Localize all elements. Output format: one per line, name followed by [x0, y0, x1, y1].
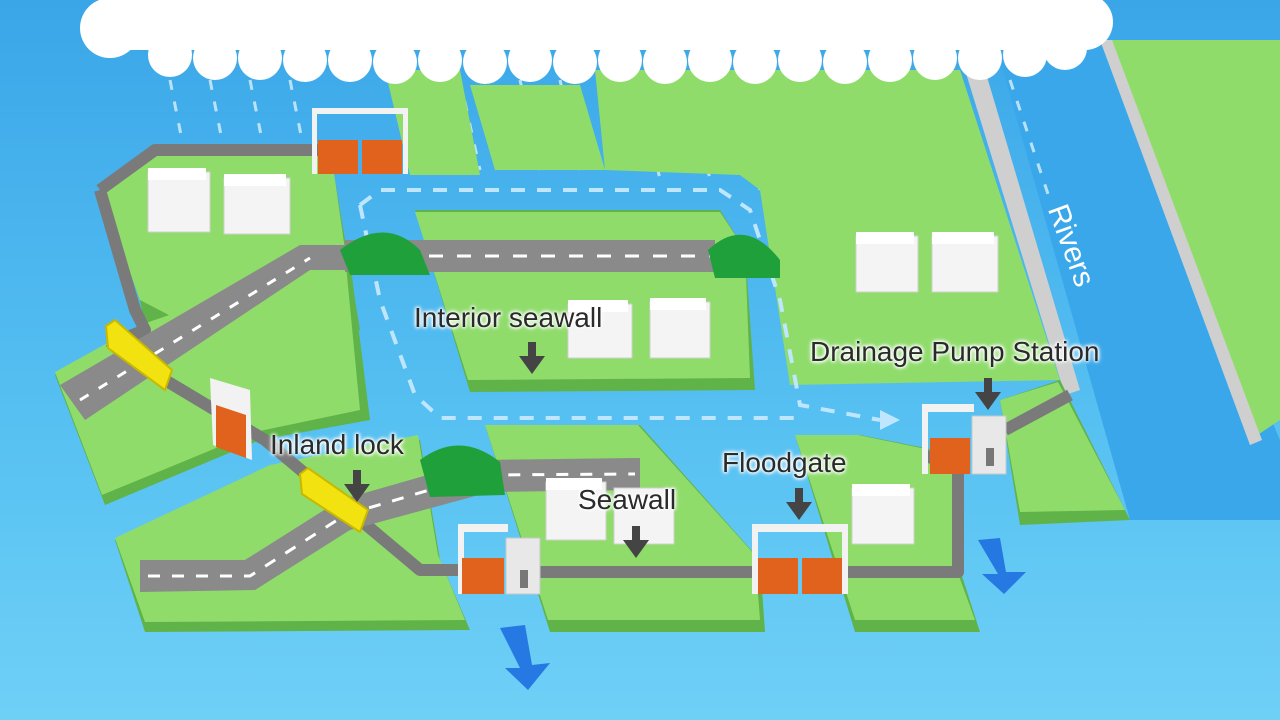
arrow-interior-seawall [519, 342, 545, 374]
river-banks [1000, 40, 1280, 520]
road-barriers [104, 318, 370, 534]
arrow-drainage-pump [975, 378, 1001, 410]
inland-lock-gate [210, 378, 252, 460]
bridges [340, 232, 780, 497]
pointer-arrows [344, 342, 1001, 558]
cloud [80, 0, 1113, 84]
land-top-strips [385, 70, 1080, 395]
label-floodgate: Floodgate [722, 447, 847, 478]
label-interior-seawall: Interior seawall [414, 302, 603, 333]
roads [60, 240, 715, 592]
flow-arrowhead [880, 410, 900, 430]
gate-top [312, 108, 408, 174]
label-inland-lock: Inland lock [270, 429, 404, 460]
label-drainage-pump-station: Drainage Pump Station [810, 336, 1100, 367]
floodgate-gate [752, 524, 848, 594]
label-seawall: Seawall [578, 484, 677, 515]
arrow-seawall [623, 526, 649, 558]
outflow-arrows [500, 538, 1026, 690]
arrow-floodgate [786, 488, 812, 520]
buildings [147, 168, 999, 545]
arrow-inland-lock [344, 470, 370, 502]
drainage-pump-gate [922, 404, 1007, 475]
seawall-pump-gate [458, 524, 541, 595]
